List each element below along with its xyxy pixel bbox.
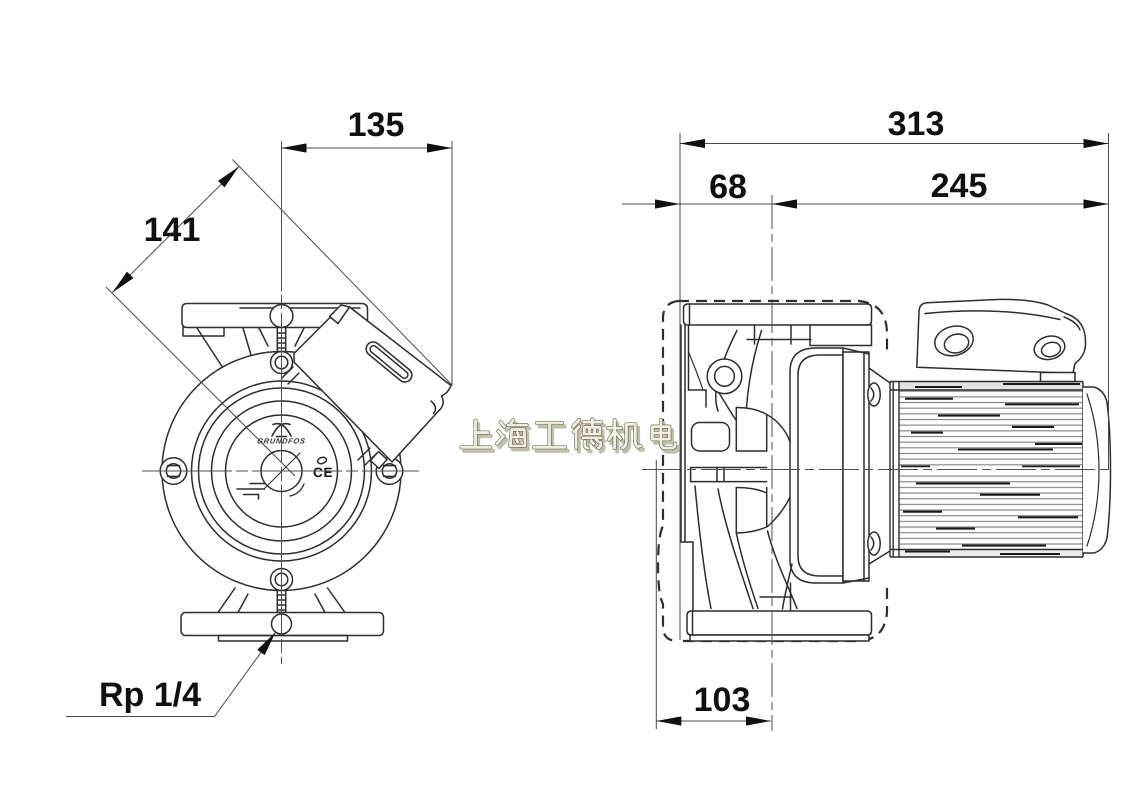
dim-135: 135 (281, 106, 452, 153)
side-view (642, 195, 1114, 731)
flow-symbol (236, 482, 266, 500)
watermark (461, 419, 677, 451)
dim-103: 103 (656, 681, 771, 726)
dim-rp14-label: Rp 1/4 (99, 676, 201, 714)
side-bottom-flange (686, 610, 873, 642)
front-centerlines (142, 141, 419, 664)
dim-313: 313 (680, 105, 1109, 149)
bottom-flange (180, 611, 385, 642)
ce-mark: CE (313, 465, 333, 480)
dim-103-label: 103 (694, 681, 751, 719)
motor-end-cap (1082, 386, 1112, 554)
insulation-shell-outline (656, 299, 889, 643)
pump-housing-side (789, 347, 891, 584)
motor-terminal-box (916, 298, 1087, 383)
dim-141: 141 (109, 163, 243, 296)
dim-141-label: 141 (144, 211, 201, 249)
side-centerlines (642, 195, 1114, 731)
small-ellipse-mark (316, 456, 328, 465)
dim-68-label: 68 (709, 168, 747, 206)
left-pipe-wall (680, 324, 707, 613)
side-top-flange (682, 303, 873, 347)
front-view: GRUNDFOS CE (142, 141, 452, 664)
pipe-stub (746, 324, 812, 345)
dimensions: 135 141 Rp 1/4 313 68 (66, 105, 1109, 729)
bottom-neck (217, 587, 346, 614)
leader-rp14: Rp 1/4 (66, 629, 280, 717)
dim-135-label: 135 (348, 106, 405, 144)
dim-313-label: 313 (888, 105, 945, 143)
dim-245-label: 245 (931, 167, 988, 205)
dim-68-245: 68 245 (622, 167, 1109, 209)
terminal-box (281, 304, 452, 470)
extension-lines (105, 133, 1109, 729)
volute (687, 329, 798, 611)
fin-shading (901, 382, 1082, 556)
